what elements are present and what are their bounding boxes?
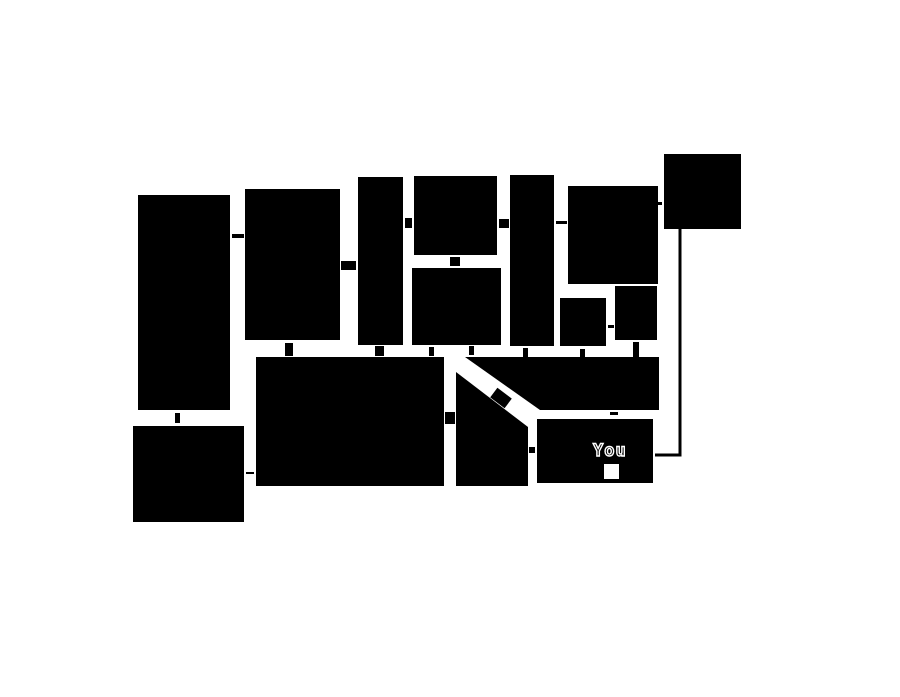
map-door bbox=[469, 346, 474, 355]
map-room bbox=[456, 372, 528, 486]
map-door bbox=[490, 387, 512, 409]
map-room bbox=[138, 195, 230, 410]
map-door bbox=[610, 412, 618, 415]
map-door bbox=[556, 221, 567, 224]
map-room bbox=[245, 189, 340, 340]
map-door bbox=[175, 413, 180, 423]
map-room-current bbox=[537, 419, 653, 483]
map-room bbox=[414, 176, 497, 255]
map-door bbox=[657, 202, 662, 205]
map-room bbox=[256, 357, 444, 486]
map-room bbox=[510, 175, 554, 346]
map-door bbox=[285, 343, 293, 356]
map-room bbox=[560, 298, 606, 346]
map-room bbox=[358, 177, 403, 345]
map-door bbox=[499, 219, 509, 228]
map-door bbox=[429, 347, 434, 356]
player-label: You bbox=[593, 441, 627, 461]
map-door bbox=[232, 234, 244, 238]
player-square-icon bbox=[604, 464, 619, 479]
map-room bbox=[412, 268, 501, 345]
map-door bbox=[375, 346, 384, 356]
map-room bbox=[664, 154, 741, 229]
map-room bbox=[133, 426, 244, 522]
map-door bbox=[608, 325, 614, 328]
map-door bbox=[523, 348, 528, 357]
map-door bbox=[341, 261, 356, 270]
map-door bbox=[633, 342, 639, 357]
map-door bbox=[450, 257, 460, 266]
map-room bbox=[568, 186, 658, 284]
map-door bbox=[580, 349, 585, 357]
map-room bbox=[465, 357, 659, 410]
map-door bbox=[246, 472, 254, 474]
map-corridor bbox=[655, 229, 682, 457]
map-door bbox=[405, 218, 412, 228]
map-door bbox=[445, 412, 455, 424]
map-door bbox=[529, 447, 535, 453]
map-room bbox=[615, 286, 657, 340]
